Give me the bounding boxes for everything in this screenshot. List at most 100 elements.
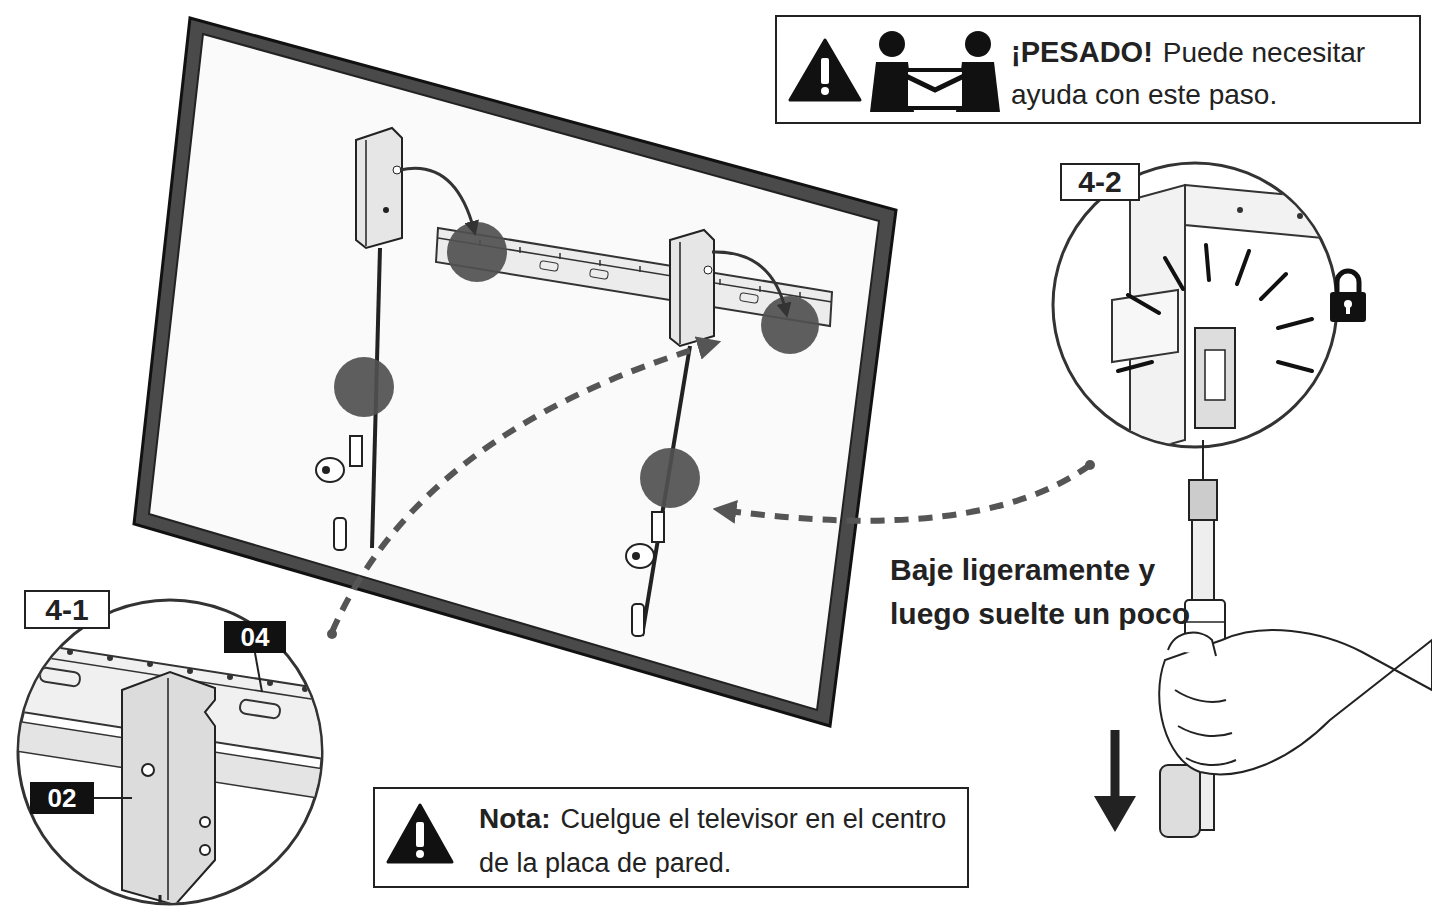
two-person-lift-icon: [870, 62, 914, 112]
two-person-lift-icon: [870, 31, 1000, 112]
note-warning-icon: [416, 850, 424, 858]
down-arrow: [1111, 730, 1120, 800]
warning-icon: [790, 40, 860, 100]
lock-icon: [1330, 292, 1366, 322]
zoom-circle-left: [302, 686, 308, 692]
wall-plate: [539, 261, 558, 272]
contact-dot: [334, 357, 394, 417]
strap: [1185, 621, 1225, 623]
instruction-text: Baje ligeramente y luego suelte un poco: [890, 548, 1190, 636]
two-person-lift-icon: [879, 31, 905, 57]
leader-line: [94, 653, 262, 798]
zoom-circle-left: [147, 661, 153, 667]
leader-line: [255, 653, 262, 692]
right-bracket: [652, 512, 664, 542]
left-bracket: [316, 128, 402, 550]
lock-icon: [1330, 271, 1366, 322]
zoom-circle-right: [1053, 163, 1345, 455]
hook-arrow: [400, 168, 786, 312]
zoom-circle-left: [200, 817, 210, 827]
two-person-lift-icon: [906, 76, 964, 90]
zoom-circle-left: [267, 680, 273, 686]
note-warning-icon: [416, 822, 424, 847]
strap: [1160, 440, 1225, 837]
left-bracket: [393, 166, 401, 174]
zoom-circle-left: [227, 674, 233, 680]
two-person-lift-icon: [965, 31, 991, 57]
hand: [1159, 630, 1432, 774]
zoom-circle-left: [187, 668, 193, 674]
part-number: 02: [30, 782, 94, 814]
wall-plate: [589, 269, 608, 280]
hand: [1186, 758, 1236, 765]
right-bracket: [670, 230, 714, 346]
right-bracket: [626, 230, 714, 636]
zoom-circle-right: [1112, 290, 1178, 362]
note-warning-icon: [388, 805, 452, 862]
text-holder: ¡PESADO!Puede necesitar ayuda con este p…: [1011, 33, 1411, 118]
zoom-circle-left: [159, 895, 162, 906]
text-holder: 4-1: [26, 592, 108, 627]
text-holder: Nota:Cuelgue el televisor en el centro d…: [479, 799, 959, 887]
step-number: 4-1: [24, 590, 110, 629]
zoom-circle-left: [10, 600, 330, 906]
hand: [1159, 630, 1432, 774]
text-holder: 04: [224, 621, 286, 653]
hand: [1178, 726, 1232, 736]
zoom-circle-right: [1195, 328, 1235, 428]
dashed-pointer: [327, 629, 337, 639]
zoom-circle-left: [142, 764, 154, 776]
right-bracket: [632, 604, 644, 636]
wall-plate: [480, 240, 800, 298]
strap: [1160, 765, 1200, 837]
part-number-text: 04: [241, 624, 270, 650]
heading-text: Nota:: [479, 803, 551, 834]
zoom-circle-left: [122, 672, 215, 905]
zoom-circle-left: [167, 678, 169, 900]
zoom-circle-left: [200, 845, 210, 855]
note-box: Nota:Cuelgue el televisor en el centro d…: [373, 787, 969, 888]
zoom-circle-right: [1112, 185, 1345, 455]
zoom-circle-right: [1237, 207, 1243, 213]
left-bracket: [334, 518, 346, 550]
two-person-lift-icon: [956, 62, 1000, 112]
warning-icon: [821, 58, 829, 84]
tv-frame: [149, 34, 879, 710]
left-bracket: [365, 140, 367, 246]
dashed-pointer: [722, 465, 1090, 521]
zoom-circle-left: [39, 667, 81, 687]
note-warning-icon: [388, 805, 452, 862]
dashed-pointer: [332, 344, 712, 632]
step-number-text: 4-2: [1078, 167, 1121, 197]
contact-dot: [334, 222, 819, 508]
dashed-pointer: [1085, 460, 1095, 470]
text-holder: 02: [30, 782, 94, 814]
step-number-text: 4-1: [45, 595, 88, 625]
zoom-circle-right: [1205, 350, 1225, 400]
right-bracket: [704, 266, 712, 274]
heading-text: ¡PESADO!: [1011, 36, 1153, 68]
leader-line: [94, 797, 132, 799]
zoom-circle-left: [67, 649, 73, 655]
zoom-circle-left: [10, 640, 330, 906]
left-bracket: [383, 207, 389, 213]
strap: [1189, 480, 1217, 520]
part-number: 04: [224, 621, 286, 653]
hand: [1168, 633, 1216, 656]
warning-icon: [790, 40, 860, 100]
hook-arrow: [712, 252, 786, 312]
warning-box: ¡PESADO!Puede necesitar ayuda con este p…: [775, 15, 1421, 124]
strap: [1202, 440, 1204, 482]
zoom-circle-left: [107, 655, 113, 661]
zoom-circle-left: [239, 699, 281, 719]
right-bracket: [679, 242, 681, 344]
right-bracket: [632, 552, 640, 560]
two-person-lift-icon: [906, 70, 964, 108]
left-bracket: [356, 128, 402, 248]
zoom-circle-right: [1185, 185, 1345, 240]
down-arrow: [1094, 730, 1136, 832]
